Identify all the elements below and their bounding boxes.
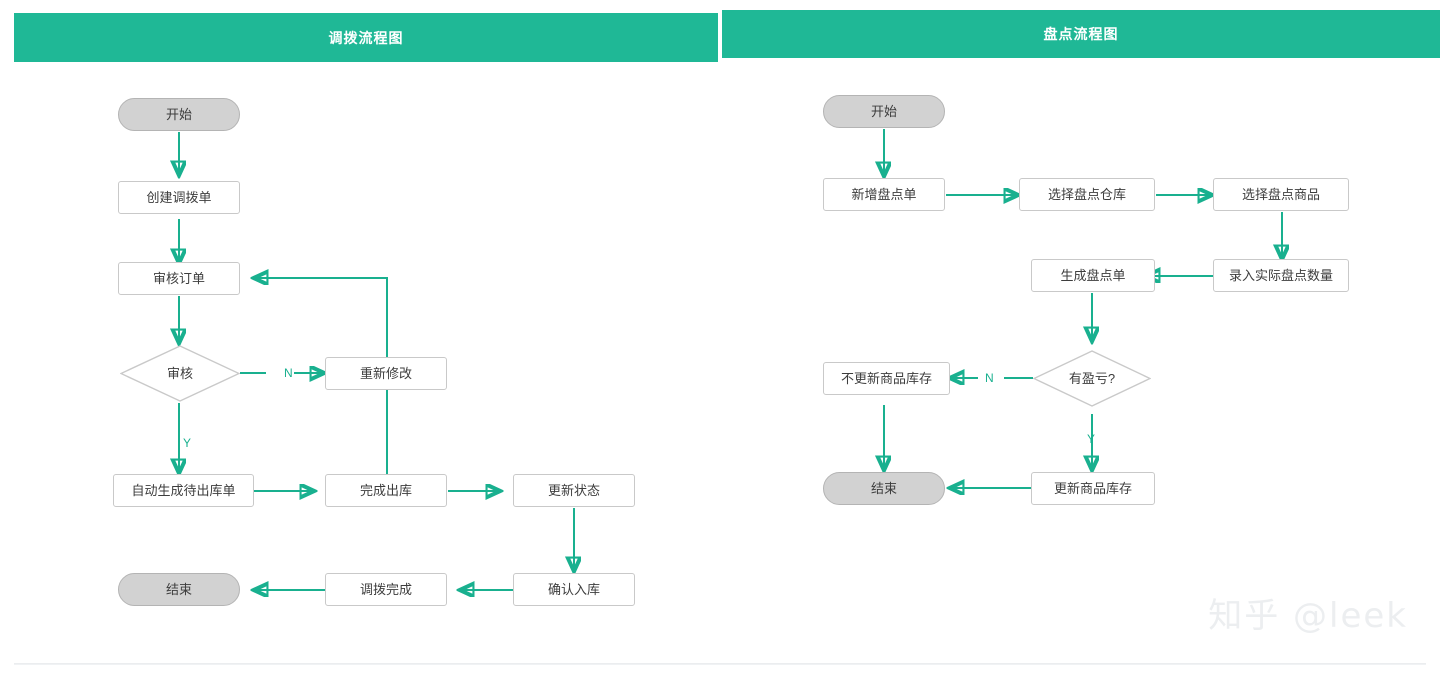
node-label: 选择盘点商品 [1241,187,1320,202]
node-label: 开始 [165,107,192,122]
node-transfer-review-decision[interactable]: 审核 [120,345,240,402]
panel-transfer-header: 调拨流程图 [14,13,718,62]
bottom-divider [14,663,1426,665]
node-stocktake-select-goods[interactable]: 选择盘点商品 [1213,178,1349,211]
node-transfer-start[interactable]: 开始 [118,98,240,131]
node-transfer-autogen-outbound[interactable]: 自动生成待出库单 [113,474,254,507]
node-label: 新增盘点单 [851,187,917,202]
node-stocktake-select-warehouse[interactable]: 选择盘点仓库 [1019,178,1155,211]
node-label: 审核 [166,366,193,381]
edge-label-stocktake-yes: Y [1087,432,1096,446]
node-stocktake-no-update-stock[interactable]: 不更新商品库存 [823,362,950,395]
node-stocktake-end[interactable]: 结束 [823,472,945,505]
panel-stocktake-title: 盘点流程图 [1043,26,1119,42]
panel-stocktake-header: 盘点流程图 [722,10,1440,58]
node-label: 选择盘点仓库 [1047,187,1126,202]
watermark: 知乎 @leek [1208,596,1408,636]
node-transfer-end[interactable]: 结束 [118,573,240,606]
node-stocktake-generate-sheet[interactable]: 生成盘点单 [1031,259,1155,292]
node-label: 不更新商品库存 [840,371,932,386]
transfer-nodes: 开始 创建调拨单 审核订单 审核 N Y 重新修改 自动生成待出库单 [14,13,718,663]
node-label: 结束 [870,481,897,496]
diamond-shape-icon [1033,350,1151,407]
node-stocktake-add-sheet[interactable]: 新增盘点单 [823,178,945,211]
node-label: 生成盘点单 [1060,268,1126,283]
node-label: 更新商品库存 [1053,481,1132,496]
node-label: 录入实际盘点数量 [1228,268,1333,283]
node-transfer-create-order[interactable]: 创建调拨单 [118,181,240,214]
node-transfer-complete-outbound[interactable]: 完成出库 [325,474,447,507]
node-stocktake-profit-loss-decision[interactable]: 有盈亏? [1033,350,1151,407]
node-stocktake-input-quantity[interactable]: 录入实际盘点数量 [1213,259,1349,292]
node-transfer-review-order[interactable]: 审核订单 [118,262,240,295]
node-transfer-complete[interactable]: 调拨完成 [325,573,447,606]
node-label: 结束 [165,582,192,597]
node-label: 审核订单 [152,271,205,286]
node-label: 确认入库 [547,582,600,597]
node-stocktake-start[interactable]: 开始 [823,95,945,128]
panel-transfer-title: 调拨流程图 [328,29,404,46]
edge-label-stocktake-no: N [985,371,994,385]
node-transfer-update-status[interactable]: 更新状态 [513,474,635,507]
node-label: 自动生成待出库单 [131,483,236,498]
node-label: 重新修改 [359,366,412,381]
node-label: 创建调拨单 [146,190,212,205]
node-label: 调拨完成 [359,582,412,597]
diamond-shape-icon [120,345,240,402]
stocktake-nodes: 开始 新增盘点单 选择盘点仓库 选择盘点商品 录入实际盘点数量 生成盘点单 [722,10,1440,663]
node-stocktake-update-stock[interactable]: 更新商品库存 [1031,472,1155,505]
node-transfer-confirm-inbound[interactable]: 确认入库 [513,573,635,606]
edge-label-transfer-yes: Y [183,436,192,450]
node-label: 有盈亏? [1068,371,1116,386]
panel-transfer-flowchart: 调拨流程图 [14,13,718,663]
node-label: 完成出库 [359,483,412,498]
panel-stocktake-flowchart: 盘点流程图 [722,10,1440,663]
node-label: 更新状态 [547,483,600,498]
edge-label-transfer-no: N [284,366,293,380]
node-label: 开始 [870,104,897,119]
node-transfer-remodify[interactable]: 重新修改 [325,357,447,390]
